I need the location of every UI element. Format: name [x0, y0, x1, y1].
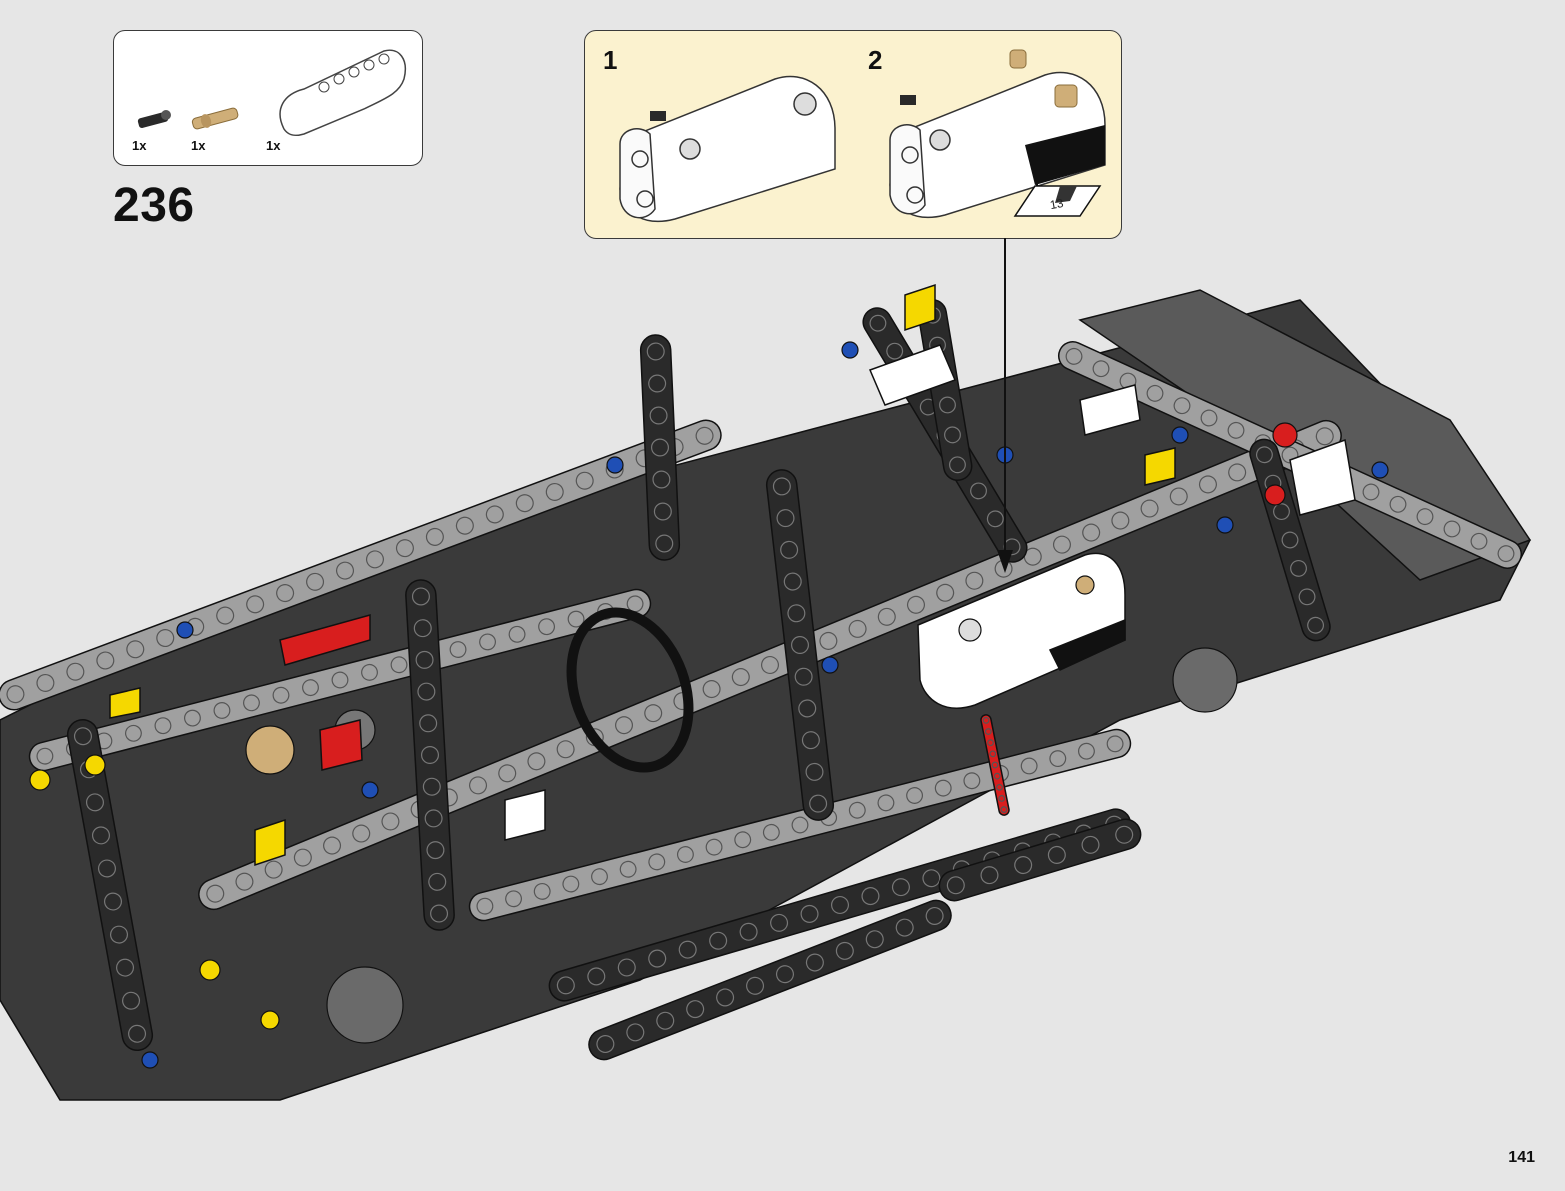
bottom-black-beam — [938, 818, 1142, 902]
white-panel-icon — [279, 49, 406, 137]
white-connector — [868, 344, 957, 406]
rear-gray-beam — [1057, 341, 1523, 569]
mid-gray-beam — [28, 588, 652, 772]
yellow-pin — [84, 754, 106, 776]
yellow-connector — [904, 283, 936, 332]
red-axle — [279, 614, 371, 666]
red-bush — [1264, 484, 1286, 506]
white-connector — [504, 789, 546, 841]
substep-label-2: 2 — [868, 45, 883, 75]
white-connector — [1289, 438, 1356, 516]
wheel-hub — [1172, 647, 1238, 713]
yellow-pin — [199, 959, 221, 981]
blue-pin — [821, 656, 839, 674]
side-upright — [405, 579, 455, 931]
blue-pin — [1216, 516, 1234, 534]
parts-needed-box: 1x 1x 1x — [113, 30, 423, 166]
yellow-pin — [260, 1010, 280, 1030]
blue-pin — [606, 456, 624, 474]
red-block — [319, 719, 363, 771]
blue-pin — [1371, 461, 1389, 479]
part-qty-3: 1x — [266, 138, 281, 153]
red-bush — [1272, 422, 1298, 448]
panel-sticker-stripe — [1048, 618, 1126, 671]
tan-gear — [245, 725, 295, 775]
front-upright — [66, 719, 154, 1051]
black-axle-pin-icon — [137, 110, 171, 129]
part-qty-2: 1x — [191, 138, 206, 153]
white-connector — [1079, 384, 1141, 436]
yellow-connector — [109, 687, 141, 719]
substep-label-1: 1 — [603, 45, 618, 75]
yellow-connector — [254, 818, 286, 867]
page-number: 141 — [1508, 1149, 1535, 1166]
panel-hole — [958, 618, 982, 642]
blue-pin — [841, 341, 859, 359]
part-qty-1: 1x — [132, 138, 147, 153]
tan-axle-pin-icon — [191, 107, 239, 130]
placement-arrow — [997, 238, 1013, 573]
long-gray-beam — [198, 419, 1342, 911]
steering-wheel — [566, 607, 694, 773]
wheel-hub — [326, 966, 404, 1044]
subassembly-callout: 1 2 13 — [584, 30, 1122, 239]
step-number: 236 — [113, 179, 195, 232]
blue-pin — [1171, 426, 1189, 444]
yellow-connector — [1144, 447, 1176, 486]
red-steering-link — [980, 714, 1010, 816]
substep-2-panel-illustration — [889, 49, 1106, 219]
yellow-pin — [29, 769, 51, 791]
panel-pin — [1075, 575, 1095, 595]
blue-pin — [176, 621, 194, 639]
tall-upright — [639, 334, 681, 561]
sticker-icon — [1013, 185, 1102, 217]
blue-pin — [141, 1051, 159, 1069]
substep-1-panel-illustration — [619, 75, 836, 223]
sticker-number: 13 — [1048, 195, 1065, 213]
seat-upright — [765, 469, 835, 821]
blue-pin — [361, 781, 379, 799]
model-body — [0, 283, 1532, 1101]
